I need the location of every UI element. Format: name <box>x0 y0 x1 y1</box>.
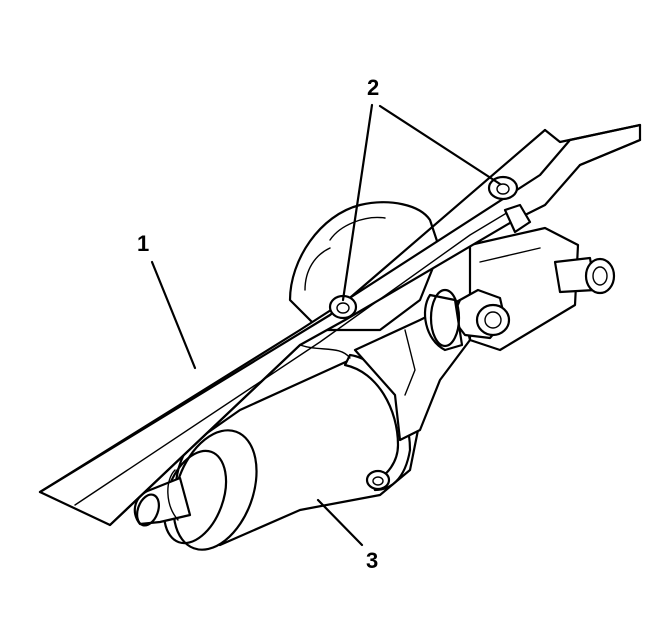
gear-housing <box>288 201 442 332</box>
leader-line-3 <box>316 498 364 547</box>
motor-end-cap <box>172 429 258 551</box>
crank-bolt-head <box>475 303 511 337</box>
leader-line-2b <box>378 104 502 186</box>
callout-2: 2 <box>367 75 379 100</box>
crank-arm-assembly <box>423 226 616 352</box>
flange-mount-hole <box>365 469 391 491</box>
motor-shaft-stub <box>133 476 192 526</box>
wiper-frame <box>38 123 642 527</box>
leader-line-1 <box>150 260 197 370</box>
leader-lines <box>150 103 502 547</box>
callout-1: 1 <box>137 231 149 256</box>
leader-line-2a <box>341 103 374 302</box>
callout-3: 3 <box>366 548 378 573</box>
